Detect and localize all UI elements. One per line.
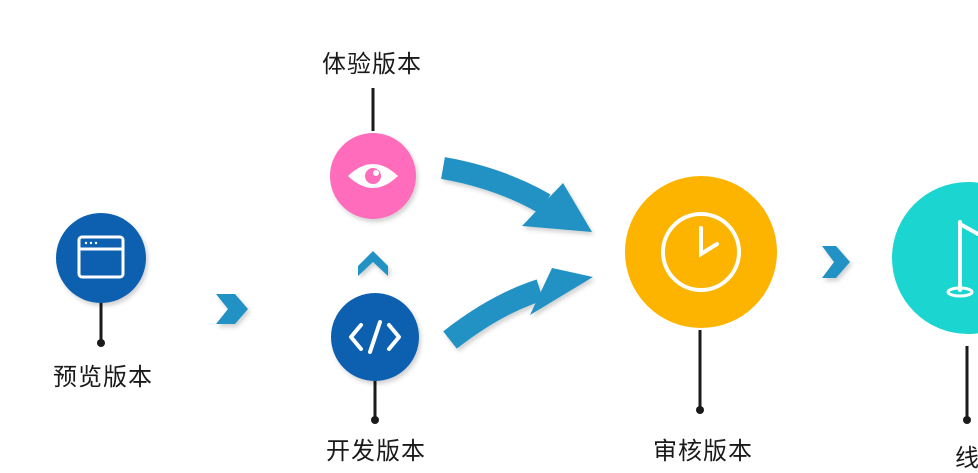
experience-label: 体验版本 bbox=[322, 50, 422, 78]
arrow-develop-to-review bbox=[443, 268, 593, 349]
online-label: 线上 bbox=[955, 444, 978, 472]
review-connector-dot bbox=[696, 406, 704, 414]
browser-window-icon bbox=[77, 235, 125, 279]
preview-connector-dot bbox=[97, 339, 105, 347]
eye-icon bbox=[348, 164, 398, 188]
clock-icon bbox=[661, 212, 741, 292]
online-circle bbox=[892, 182, 978, 334]
online-connector-dot bbox=[963, 416, 971, 424]
preview-node bbox=[56, 213, 146, 347]
develop-node bbox=[331, 293, 419, 424]
chevron-right-icon bbox=[216, 294, 248, 324]
online-node bbox=[892, 182, 978, 424]
review-node bbox=[625, 176, 777, 414]
develop-label: 开发版本 bbox=[326, 437, 426, 465]
arrow-experience-to-review bbox=[441, 157, 592, 232]
preview-label: 预览版本 bbox=[53, 363, 153, 391]
chevron-up-icon bbox=[358, 251, 388, 276]
preview-circle bbox=[56, 213, 146, 303]
experience-node bbox=[330, 88, 416, 219]
code-icon bbox=[349, 320, 401, 354]
review-label: 审核版本 bbox=[653, 437, 753, 465]
flag-icon bbox=[946, 220, 978, 298]
chevron-right-icon bbox=[822, 246, 850, 278]
develop-connector-dot bbox=[371, 416, 379, 424]
